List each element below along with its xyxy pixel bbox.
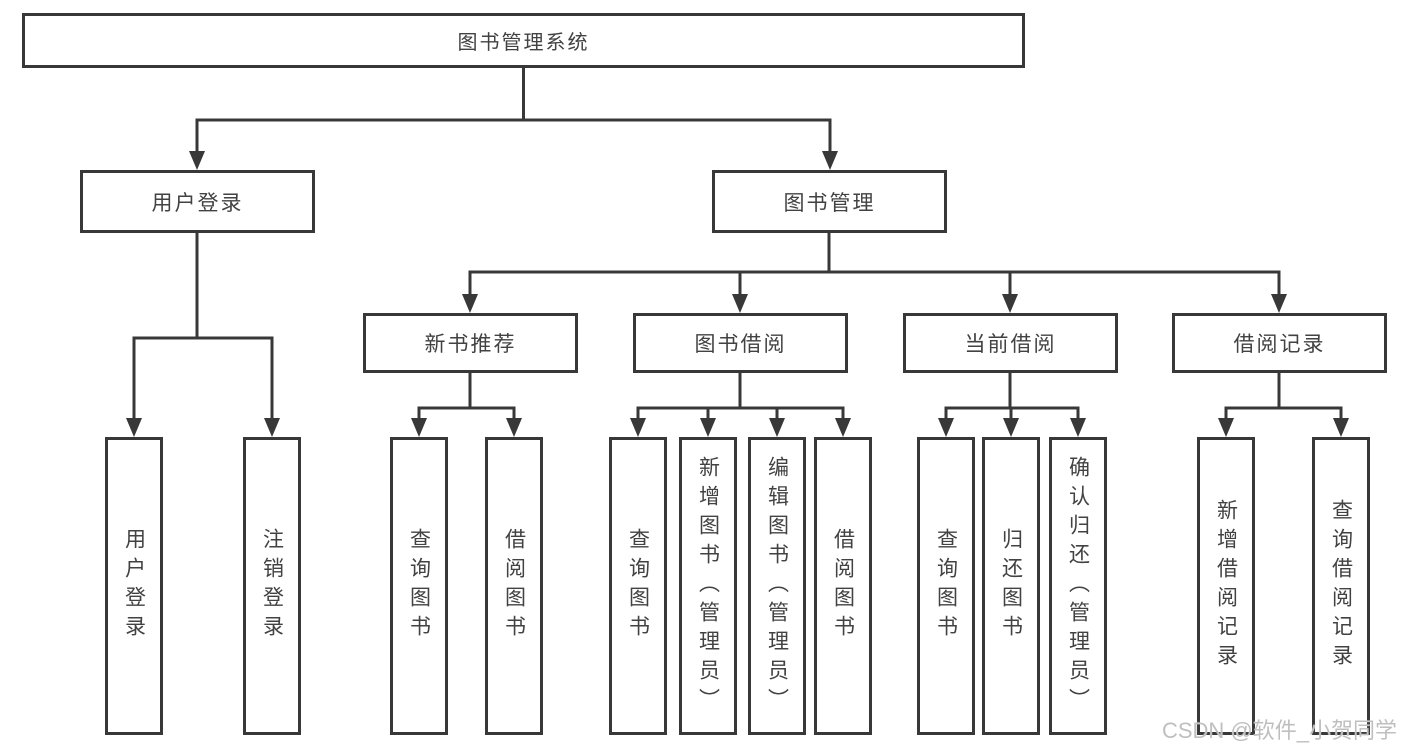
leaf-newbook-query-books: 查询图书 xyxy=(390,437,448,735)
node-label: 归还图书 xyxy=(999,528,1023,644)
connector-root-to-level2 xyxy=(195,66,832,154)
leaf-user-login: 用户登录 xyxy=(105,437,163,735)
csdn-watermark: CSDN @软件_小贺同学 xyxy=(1161,718,1397,743)
node-book-management: 图书管理 xyxy=(712,170,947,233)
node-label: 查询借阅记录 xyxy=(1329,499,1353,673)
leaf-borrow-edit-books-admin: 编辑图书（管理员） xyxy=(748,437,806,735)
node-book-borrow: 图书借阅 xyxy=(633,313,848,373)
connector-borrowrecord-to-leaves xyxy=(1224,372,1343,420)
connector-bookborrow-to-leaves xyxy=(636,372,845,420)
node-label: 当前借阅 xyxy=(964,333,1057,356)
node-label: 用户登录 xyxy=(122,528,146,644)
node-library-system-root: 图书管理系统 xyxy=(22,13,1025,68)
node-label: 查询图书 xyxy=(934,528,958,644)
leaf-current-query-books: 查询图书 xyxy=(917,437,975,735)
connector-bookmgmt-to-sections xyxy=(468,232,1281,296)
node-borrow-records: 借阅记录 xyxy=(1172,313,1387,373)
arrowhead-icons xyxy=(126,151,1349,437)
node-label: 查询图书 xyxy=(407,528,431,644)
leaf-logout-login: 注销登录 xyxy=(243,437,301,735)
node-new-book-recommend: 新书推荐 xyxy=(363,313,578,373)
leaf-borrow-query-books: 查询图书 xyxy=(609,437,667,735)
leaf-record-query-borrow-record: 查询借阅记录 xyxy=(1312,437,1370,735)
node-label: 确认归还（管理员） xyxy=(1066,455,1090,717)
leaf-newbook-borrow-books: 借阅图书 xyxy=(485,437,543,735)
node-label: 图书借阅 xyxy=(694,333,787,356)
node-label: 编辑图书（管理员） xyxy=(765,455,789,717)
leaf-current-confirm-return-admin: 确认归还（管理员） xyxy=(1049,437,1107,735)
node-label: 图书管理 xyxy=(783,191,876,215)
leaf-record-add-borrow-record: 新增借阅记录 xyxy=(1197,437,1255,735)
connector-newbook-to-leaves xyxy=(417,372,516,420)
node-label: 借阅记录 xyxy=(1233,333,1326,356)
node-label: 借阅图书 xyxy=(502,528,526,644)
leaf-borrow-borrow-books: 借阅图书 xyxy=(814,437,872,735)
node-label: 借阅图书 xyxy=(831,528,855,644)
node-user-login-group: 用户登录 xyxy=(80,170,315,233)
node-label: 新书推荐 xyxy=(424,333,517,356)
leaf-borrow-add-books-admin: 新增图书（管理员） xyxy=(679,437,737,735)
connector-currentborrow-to-leaves xyxy=(944,372,1080,420)
node-label: 查询图书 xyxy=(626,528,650,644)
leaf-current-return-books: 归还图书 xyxy=(982,437,1040,735)
node-label: 新增借阅记录 xyxy=(1214,499,1238,673)
node-label: 注销登录 xyxy=(260,528,284,644)
node-label: 图书管理系统 xyxy=(457,32,590,54)
node-label: 新增图书（管理员） xyxy=(696,455,720,717)
node-current-borrow: 当前借阅 xyxy=(903,313,1118,373)
connector-userlogin-to-leaves xyxy=(132,232,274,420)
node-label: 用户登录 xyxy=(151,191,244,215)
